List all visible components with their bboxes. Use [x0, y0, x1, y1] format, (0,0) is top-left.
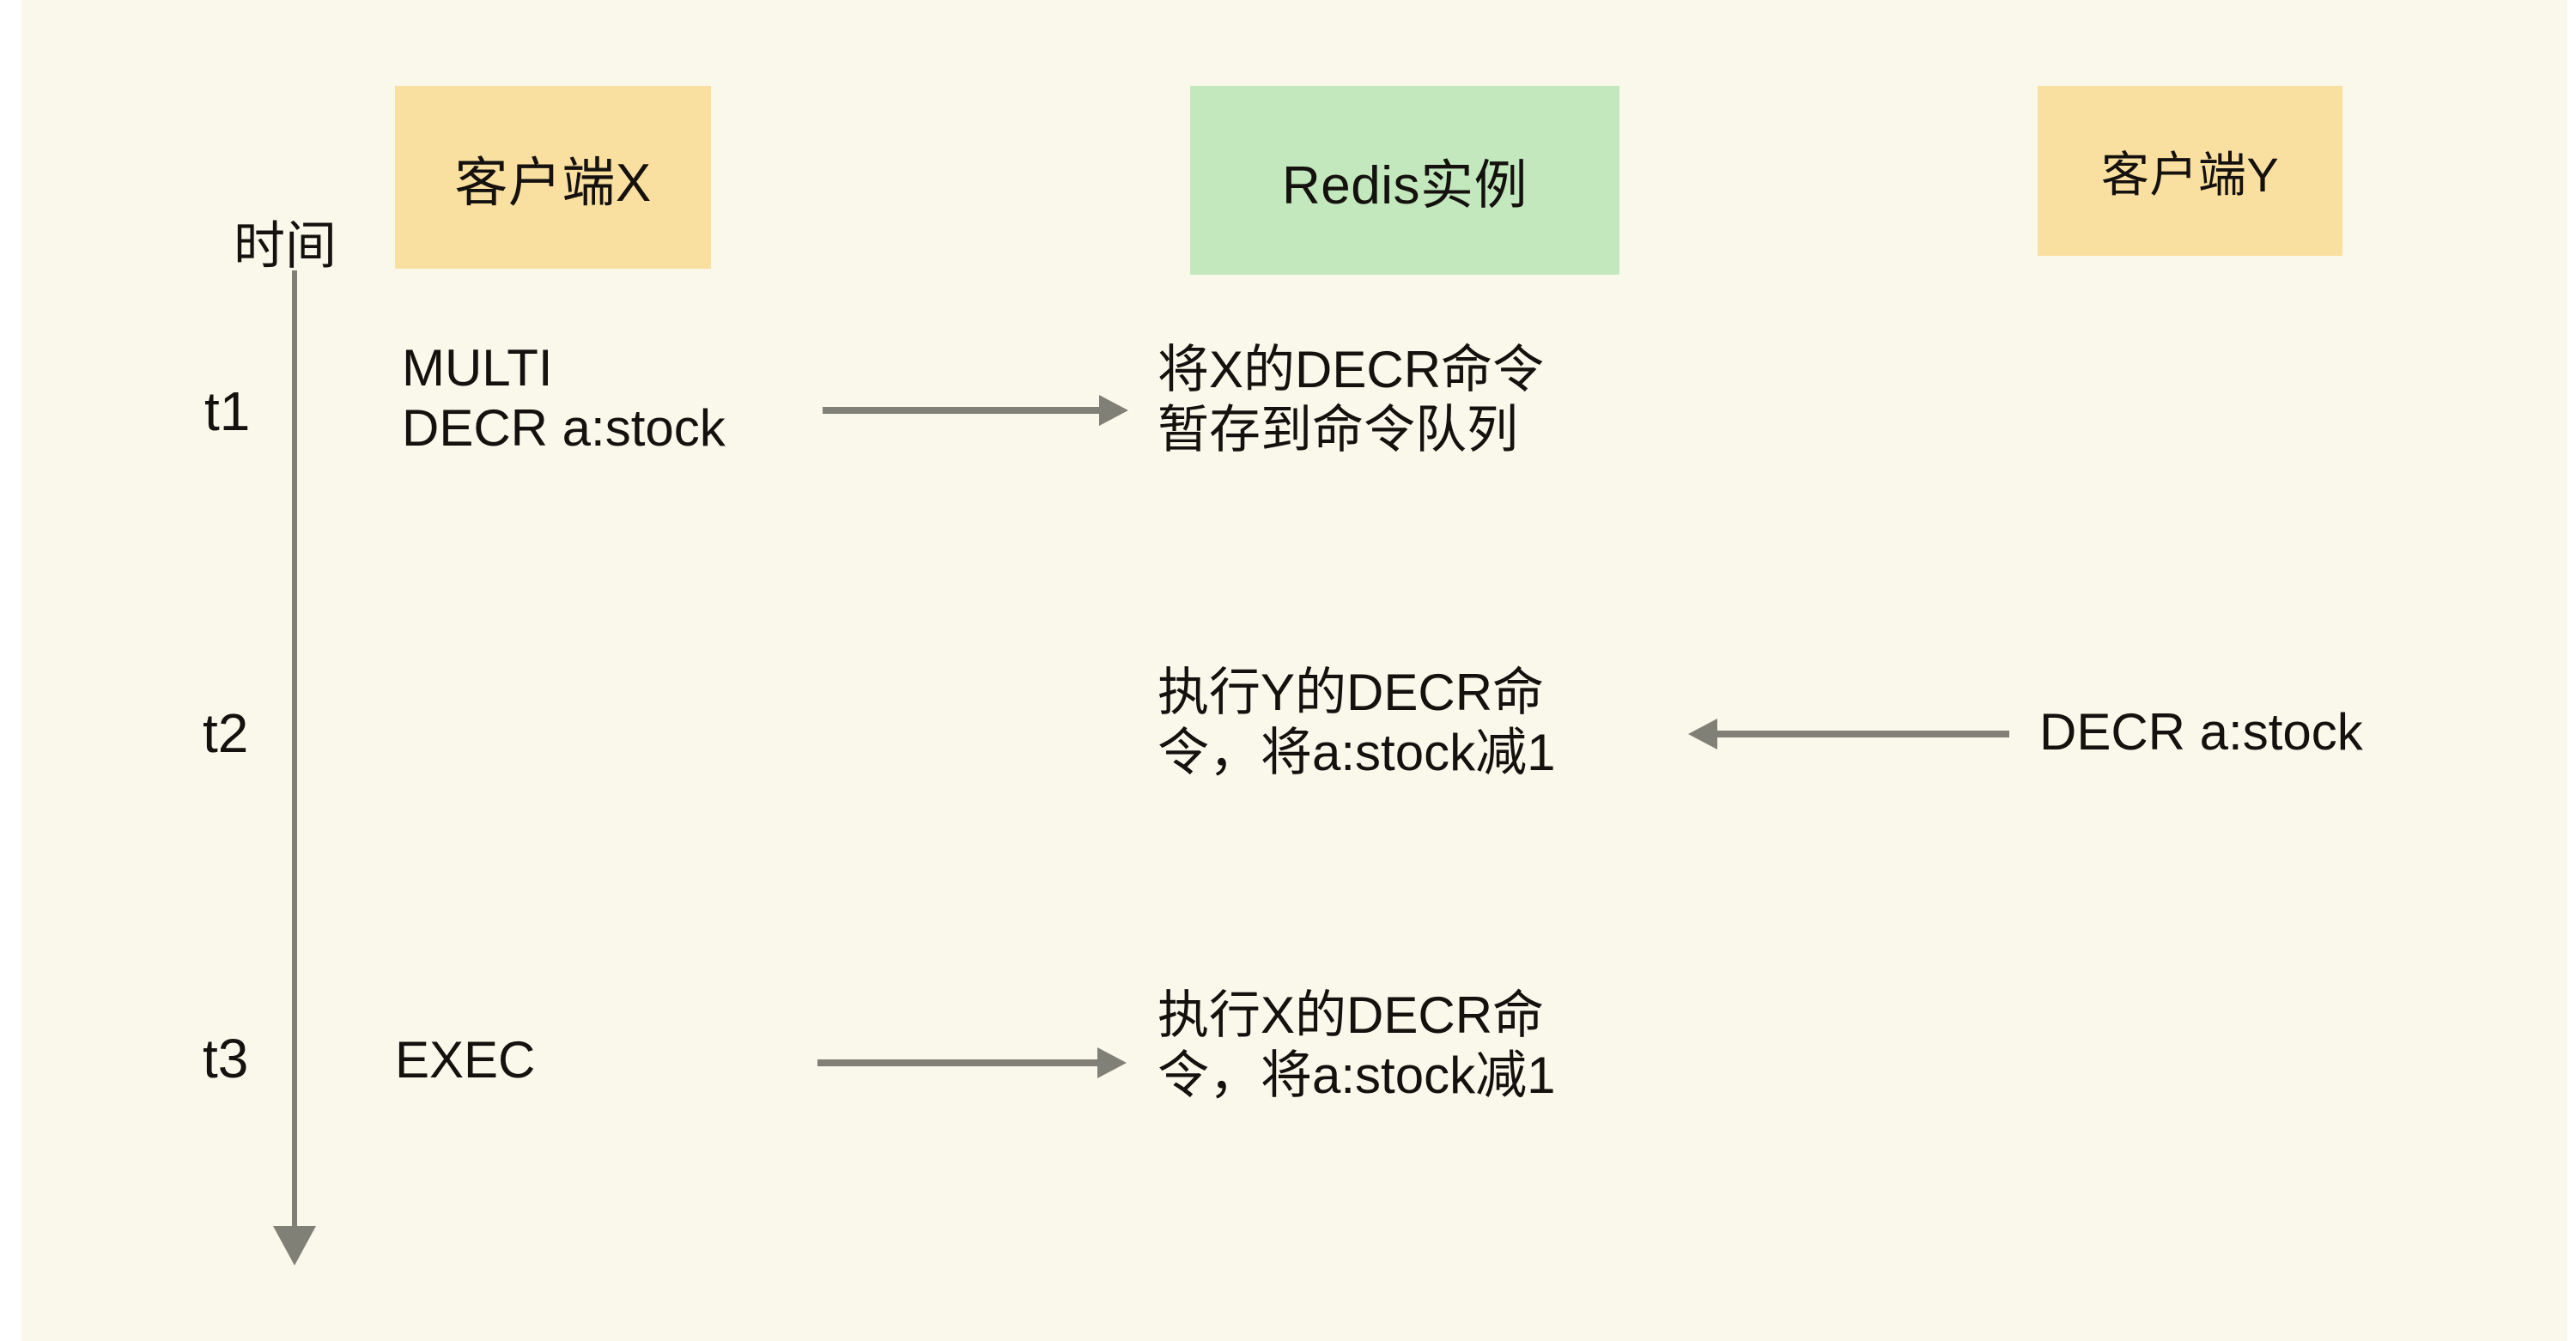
time-tick-t3: t3	[203, 1028, 249, 1089]
time-axis-label: 时间	[234, 217, 337, 275]
lane-header-redis-instance: Redis实例	[1190, 86, 1619, 275]
client-y-command-t2: DECR a:stock	[2039, 703, 2363, 761]
time-tick-t1: t1	[204, 380, 251, 442]
client-x-command-t1: MULTI DECR a:stock	[402, 339, 726, 458]
redis-action-t2: 执行Y的DECR命 令，将a:stock减1	[1157, 664, 1556, 782]
arrow-shaft	[817, 1059, 1097, 1066]
redis-action-t3: 执行X的DECR命 令，将a:stock减1	[1157, 986, 1556, 1105]
message-arrow-t2-left	[1688, 719, 2009, 749]
arrow-head-left-icon	[1688, 719, 1717, 749]
client-x-command-t3: EXEC	[395, 1031, 536, 1089]
arrow-shaft	[823, 407, 1099, 414]
message-arrow-t1-right	[823, 395, 1128, 426]
arrow-head-right-icon	[1099, 395, 1128, 426]
time-tick-t2: t2	[203, 702, 249, 764]
arrow-shaft	[1717, 731, 2009, 737]
lane-header-client-x: 客户端X	[395, 86, 711, 269]
message-arrow-t3-right	[817, 1047, 1127, 1078]
redis-action-t1: 将X的DECR命令 暂存到命令队列	[1157, 341, 1545, 459]
lane-header-client-y: 客户端Y	[2038, 86, 2342, 256]
time-axis-arrowhead-icon	[273, 1226, 316, 1265]
arrow-head-right-icon	[1097, 1047, 1127, 1078]
time-axis-line	[292, 270, 297, 1232]
